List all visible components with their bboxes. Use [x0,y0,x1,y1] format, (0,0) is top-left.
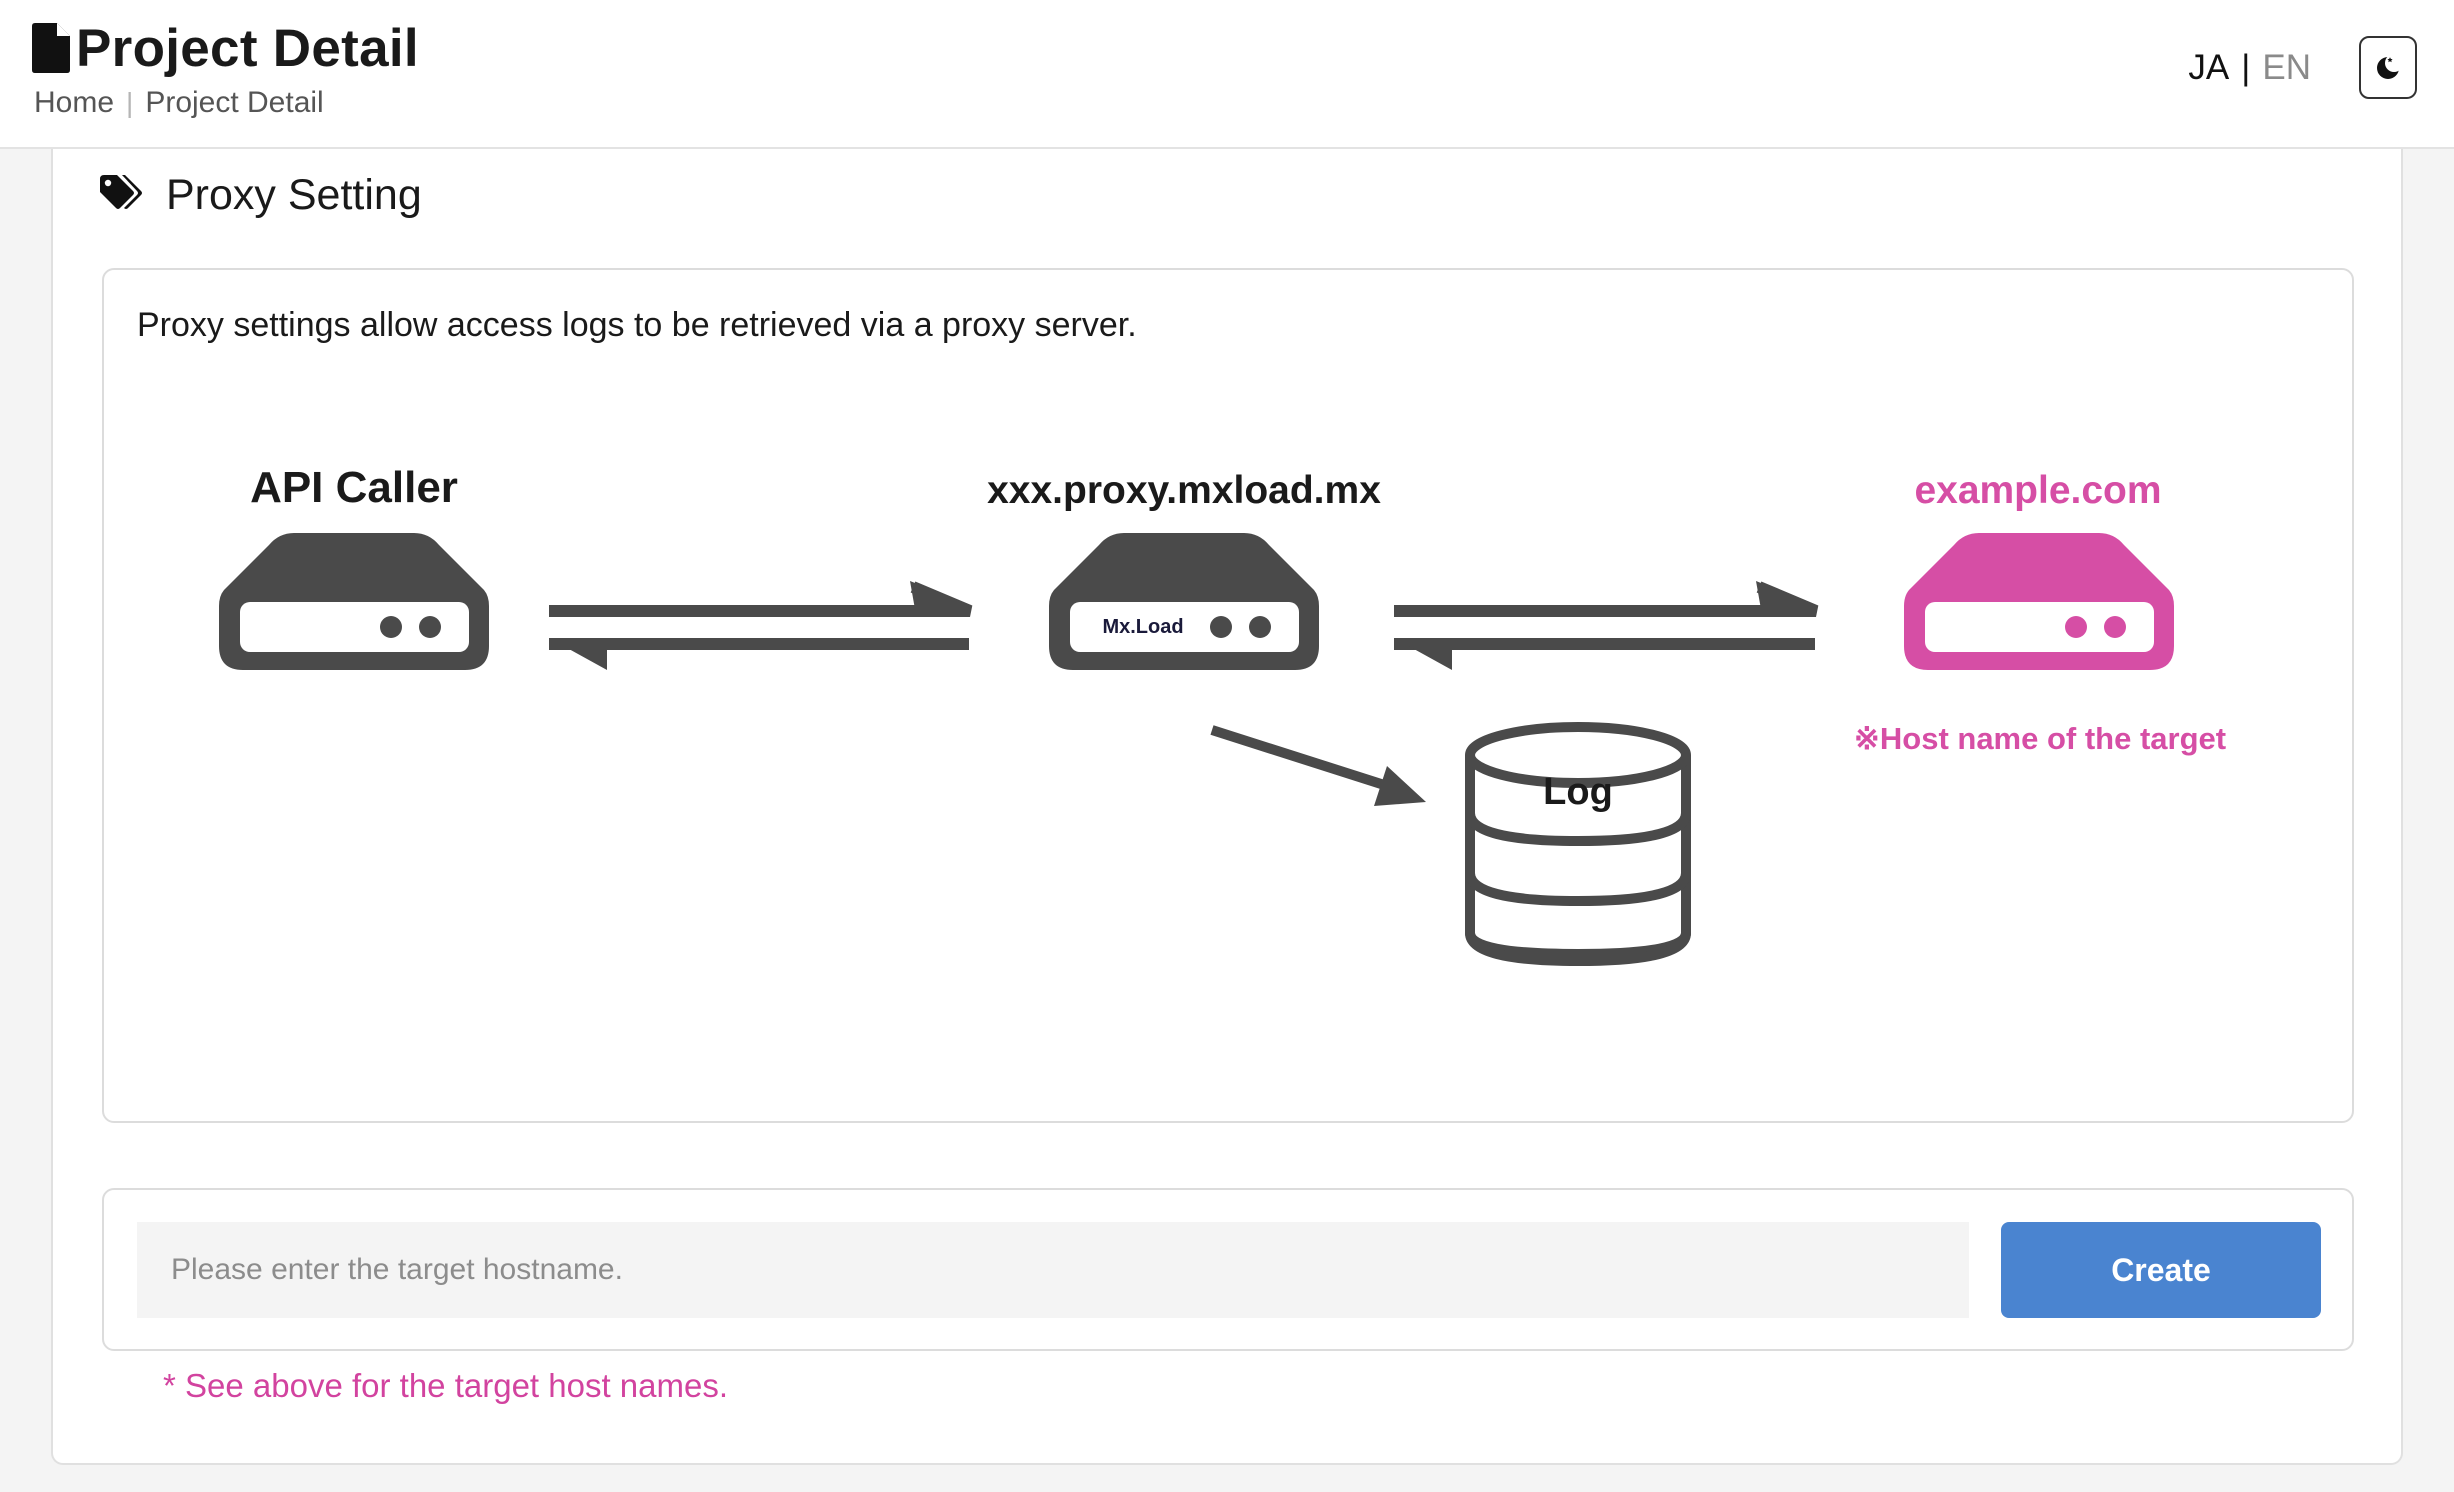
target-hostname-input[interactable] [137,1222,1969,1318]
log-database-icon [1465,722,1691,967]
top-header: Project Detail Home | Project Detail JA … [0,0,2454,149]
page-title-row: Project Detail [32,18,419,78]
mxload-logo: Mx.Load [1102,616,1183,638]
language-switcher: JA | EN [2188,48,2311,88]
breadcrumb: Home | Project Detail [34,86,324,120]
create-button[interactable]: Create [2001,1222,2321,1318]
target-host-label: example.com [1914,469,2161,512]
proxy-target-arrows [1394,581,1819,670]
page-title: Project Detail [76,18,419,78]
proxy-description: Proxy settings allow access logs to be r… [137,306,1137,344]
file-icon [32,23,70,73]
breadcrumb-current: Project Detail [145,86,324,119]
lang-en-link[interactable]: EN [2262,48,2311,87]
caller-proxy-arrows [549,581,973,670]
lang-ja-link[interactable]: JA [2188,48,2230,87]
target-note-label: ※Host name of the target [1854,721,2226,756]
proxy-flow-diagram: API Caller xxx.proxy.mxload.mx example.c… [219,463,2226,967]
proxy-server-icon: Mx.Load [1049,533,1319,670]
api-caller-label: API Caller [250,463,458,512]
proxy-setting-card: Proxy Setting Proxy settings allow acces… [51,149,2403,1465]
proxy-info-box: Proxy settings allow access logs to be r… [102,268,2354,1123]
proxy-host-label: xxx.proxy.mxload.mx [987,469,1381,512]
api-caller-server-icon [219,533,489,670]
theme-toggle-button[interactable] [2359,36,2417,99]
tags-icon [100,175,142,209]
target-server-icon [1904,533,2174,670]
breadcrumb-home-link[interactable]: Home [34,86,115,119]
lang-separator: | [2241,48,2251,87]
proxy-log-arrow [1210,725,1426,806]
moon-icon [2377,53,2403,79]
section-header: Proxy Setting [100,165,422,225]
log-label: Log [1543,771,1613,813]
proxy-create-form: Create [102,1188,2354,1351]
target-host-note: * See above for the target host names. [163,1367,729,1404]
section-title: Proxy Setting [166,170,422,219]
breadcrumb-separator: | [126,87,134,118]
